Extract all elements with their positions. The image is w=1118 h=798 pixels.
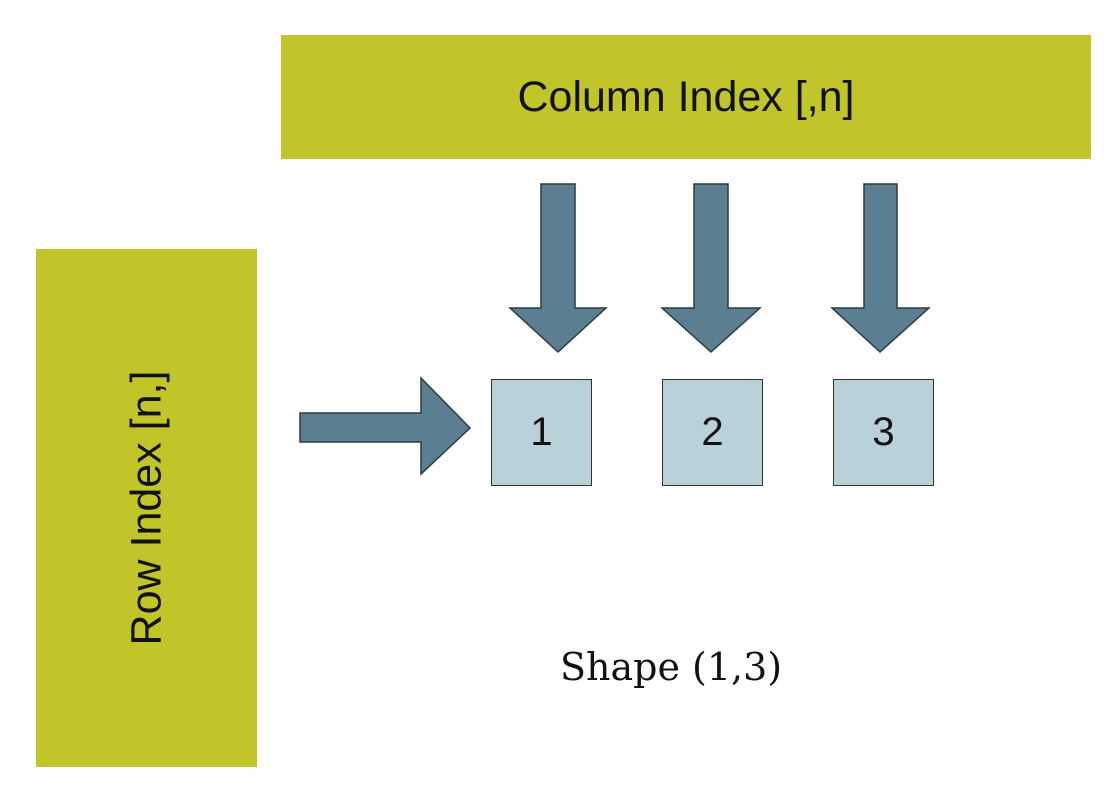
cell-3-value: 3 (872, 410, 895, 454)
cell-1-value: 1 (530, 410, 553, 454)
column-arrow-1 (508, 183, 608, 354)
row-index-banner: Row Index [n,] (36, 249, 257, 767)
row-arrow (299, 376, 472, 476)
cell-2-value: 2 (701, 410, 724, 454)
column-arrow-3 (830, 183, 931, 354)
cell-3: 3 (833, 379, 934, 486)
cell-2: 2 (662, 379, 763, 486)
column-index-banner: Column Index [,n] (281, 35, 1091, 159)
column-arrow-2 (660, 183, 762, 354)
shape-label: Shape (1,3) (560, 645, 783, 689)
column-index-label: Column Index [,n] (517, 72, 855, 121)
cell-1: 1 (491, 379, 592, 486)
